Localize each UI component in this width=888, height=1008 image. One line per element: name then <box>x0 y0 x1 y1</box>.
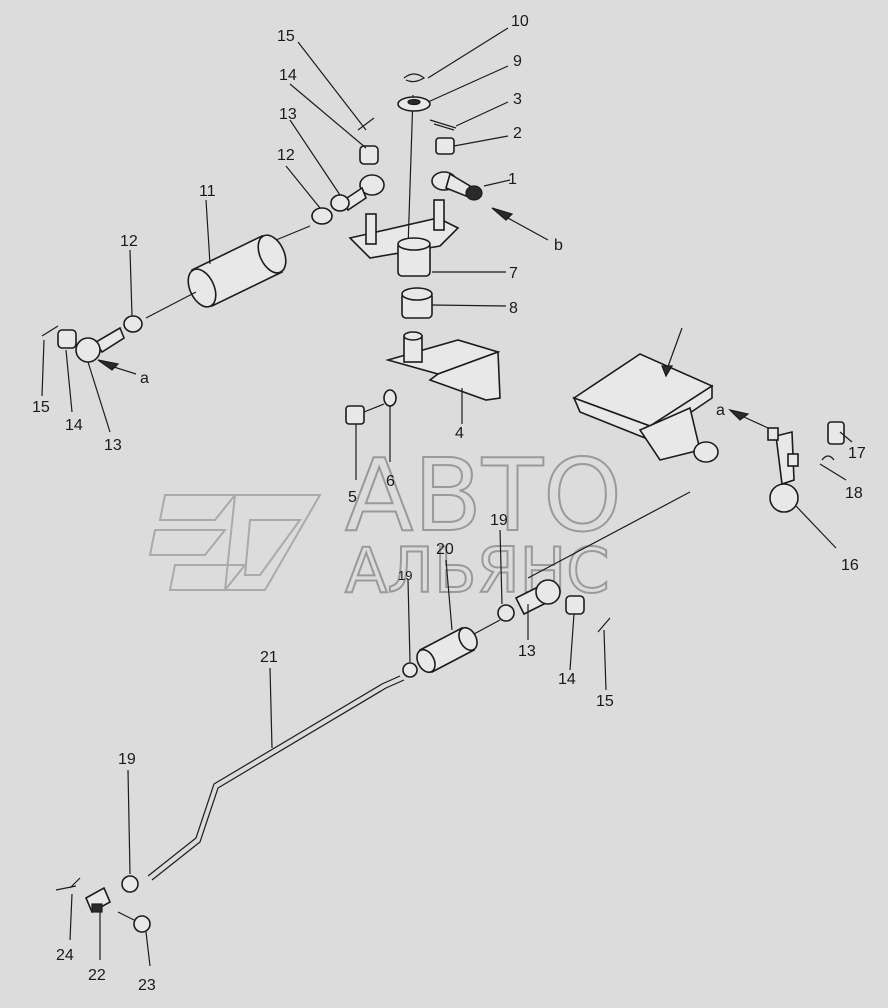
rod-end-13-mid <box>514 579 561 616</box>
callout-23: 23 <box>138 977 156 994</box>
callout-20: 20 <box>436 541 454 558</box>
cotter-pin-15-top <box>357 117 375 131</box>
callout-14-left: 14 <box>65 417 83 434</box>
callout-1: 1 <box>508 171 517 188</box>
bolt-5 <box>345 403 385 425</box>
rod-end-13-left <box>75 326 125 363</box>
callout-15-left: 15 <box>32 399 50 416</box>
callout-b: b <box>554 237 563 254</box>
callout-a-right: a <box>716 402 725 419</box>
callout-7: 7 <box>509 265 518 282</box>
pedal-housing <box>572 353 719 463</box>
bushing-8 <box>401 287 433 319</box>
cotter-pin-15-left <box>41 325 59 337</box>
pin-23 <box>117 911 151 933</box>
callout-24: 24 <box>56 947 74 964</box>
cotter-pin-15-mid <box>597 617 611 633</box>
callout-4: 4 <box>455 425 464 442</box>
callout-13-mid: 13 <box>518 643 536 660</box>
callout-9: 9 <box>513 53 522 70</box>
nut-19-small <box>402 662 418 678</box>
watermark-line2: АЛЬЯНС <box>345 534 610 607</box>
callout-19-small: 19 <box>398 568 412 583</box>
callout-a-left: a <box>140 370 149 387</box>
callout-8: 8 <box>509 300 518 317</box>
callout-2: 2 <box>513 125 522 142</box>
lever-bracket <box>348 94 460 277</box>
callout-14-mid: 14 <box>558 671 576 688</box>
washer-6 <box>383 389 397 407</box>
lever-16 <box>767 427 799 513</box>
nut-19-bottom <box>121 875 139 893</box>
nut-14-top <box>359 145 379 165</box>
callout-6: 6 <box>386 473 395 490</box>
callout-12-top: 12 <box>277 147 295 164</box>
nut-2 <box>435 137 455 155</box>
callout-21: 21 <box>260 649 278 666</box>
nut-12-top <box>311 207 333 225</box>
washer-9-hole <box>407 98 421 106</box>
nut-12-left <box>123 315 143 333</box>
callout-22: 22 <box>88 967 106 984</box>
arrow-top-right <box>661 365 674 378</box>
rod-end-13-top <box>330 174 385 212</box>
cable-21 <box>147 675 405 881</box>
callout-18: 18 <box>845 485 863 502</box>
cylinder-20 <box>416 619 501 674</box>
callout-14-top: 14 <box>279 67 297 84</box>
clevis-22 <box>84 886 112 914</box>
ball-joint-1 <box>431 171 483 201</box>
callout-3: 3 <box>513 91 522 108</box>
watermark-logo <box>148 494 322 591</box>
arrow-a-left <box>97 359 120 371</box>
washer-18 <box>821 455 835 461</box>
callout-13-top: 13 <box>279 106 297 123</box>
callout-19-bottom: 19 <box>118 751 136 768</box>
callout-15-mid: 15 <box>596 693 614 710</box>
cotter-pin-3 <box>429 119 457 131</box>
callout-10: 10 <box>511 13 529 30</box>
clip-10 <box>403 73 426 83</box>
callout-11: 11 <box>199 183 216 200</box>
callout-13-left: 13 <box>104 437 122 454</box>
mounting-bracket-4 <box>385 331 501 401</box>
nut-14-left <box>57 329 77 349</box>
callout-17: 17 <box>848 445 866 462</box>
callout-5: 5 <box>348 489 357 506</box>
cylinder-11 <box>145 225 311 319</box>
callout-16: 16 <box>841 557 859 574</box>
nut-19-mid <box>497 604 515 622</box>
cotter-pin-24 <box>55 877 81 891</box>
callout-12-left: 12 <box>120 233 138 250</box>
callout-15-top: 15 <box>277 28 295 45</box>
callout-19-mid: 19 <box>490 512 508 529</box>
nut-14-mid <box>565 595 585 615</box>
callouts: 10 9 3 2 1 b 7 8 15 14 13 12 11 12 a 15 … <box>32 13 866 994</box>
arrow-a-right <box>728 408 750 421</box>
bolt-17 <box>827 421 845 445</box>
